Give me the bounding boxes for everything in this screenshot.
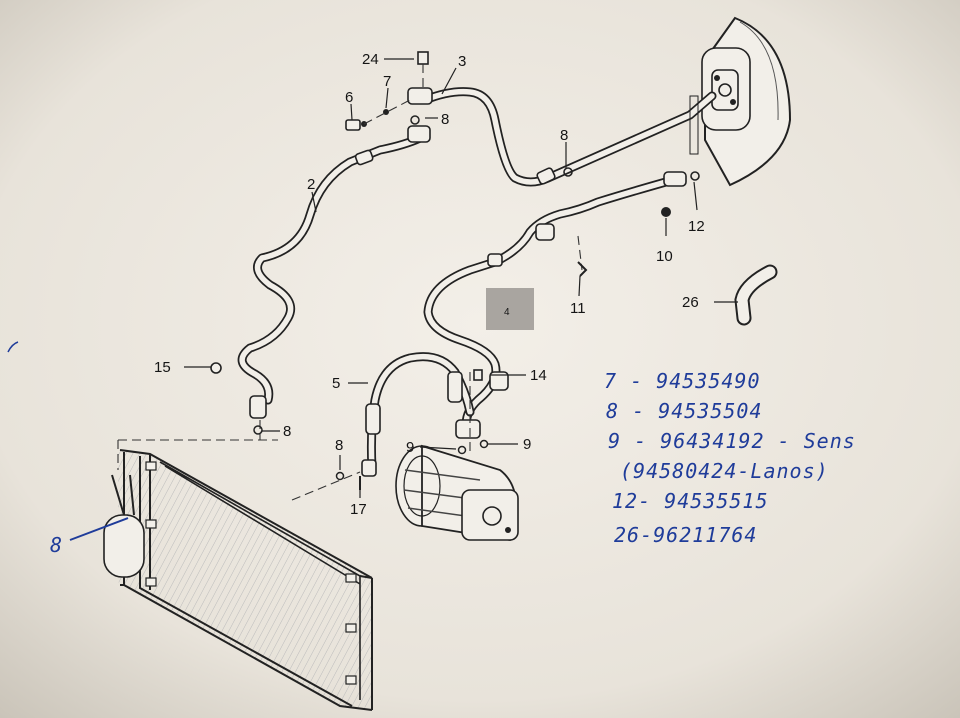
callout-9-right: 9 [523,436,531,453]
callout-15: 15 [154,359,171,376]
small-hardware [210,95,700,490]
note-line-5: 12- 94535515 [612,489,769,513]
callout-2: 2 [307,176,315,193]
pipe-5 [361,352,509,477]
hose-26 [734,264,778,326]
callout-8-left: 8 [283,423,291,440]
callout-24: 24 [362,51,379,68]
callout-11: 11 [570,300,586,317]
handwritten-notes: 8 7 - 94535490 8 - 94535504 9 - 96434192… [50,369,856,557]
callout-14: 14 [530,367,547,384]
note-line-3: 9 - 96434192 - Sens [608,429,856,453]
leader-lines [184,58,738,498]
callout-6: 6 [345,89,353,106]
callout-5: 5 [332,375,340,392]
callout-12: 12 [688,218,705,235]
shaded-part-tag [486,288,534,330]
compressor [395,444,519,542]
callout-10: 10 [656,248,673,265]
condenser [103,449,373,711]
pen-mark [7,341,19,353]
callout-8-bottom: 8 [335,437,343,454]
callout-7: 7 [383,73,391,90]
pipe-2 [237,133,425,419]
callout-3: 3 [458,53,466,70]
handwritten-8: 8 [50,533,62,557]
callout-8-right: 8 [560,127,568,144]
fitting-cluster-top [345,51,433,143]
evaporator-housing [701,16,792,187]
callout-17: 17 [350,501,367,518]
callout-26: 26 [682,294,699,311]
callout-8-top: 8 [441,111,449,128]
note-line-1: 7 - 94535490 [604,369,761,393]
pipe-3 [420,87,717,187]
note-line-6: 26-96211764 [614,523,757,547]
callouts: 24 3 7 6 8 2 8 12 10 11 26 4 15 5 14 8 8… [154,51,705,518]
note-line-4: (94580424-Lanos) [620,459,829,483]
note-line-2: 8 - 94535504 [606,399,763,423]
callout-4: 4 [504,307,510,318]
callout-9-left: 9 [406,439,414,456]
